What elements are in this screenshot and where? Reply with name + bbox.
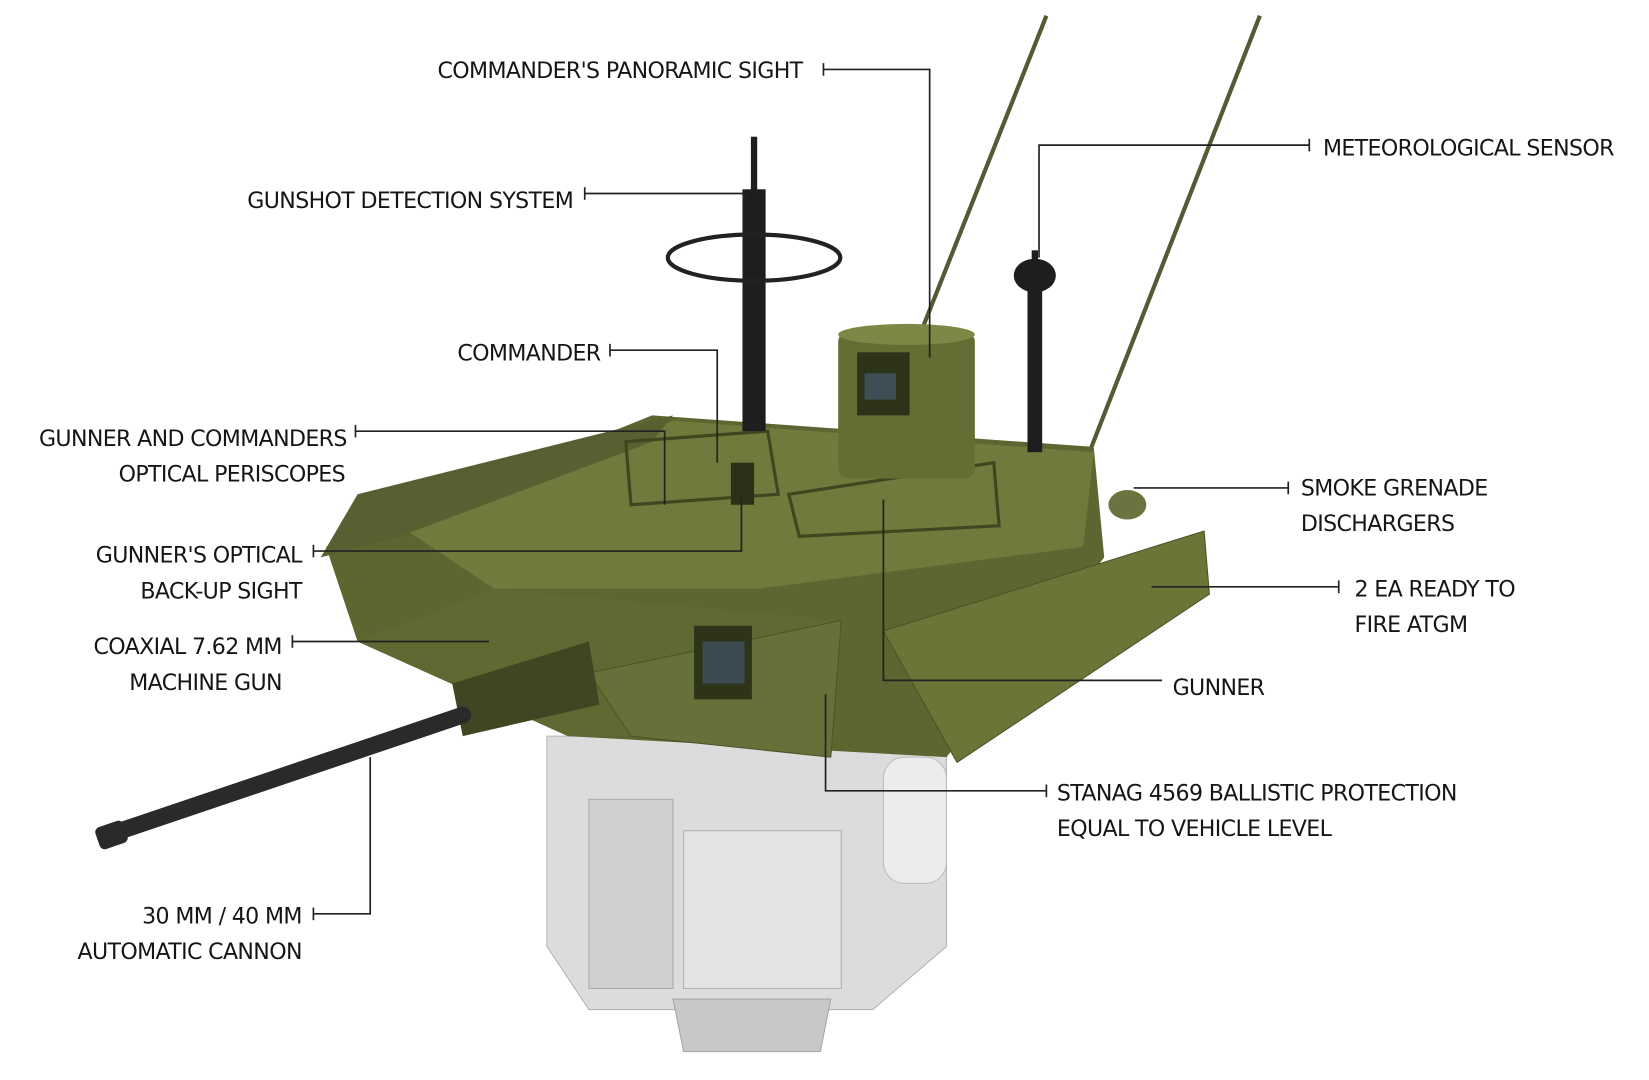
panoramic-sight: [838, 323, 975, 479]
label-backup-sight-line1: GUNNER'S OPTICAL: [96, 544, 303, 569]
label-periscopes-line1: GUNNER AND COMMANDERS: [39, 427, 347, 452]
label-smoke-line2: DISCHARGERS: [1301, 512, 1454, 537]
label-coax-line1: COAXIAL 7.62 MM: [93, 635, 281, 660]
label-panoramic-sight: COMMANDER'S PANORAMIC SIGHT: [438, 59, 804, 84]
backup-sight: [730, 462, 755, 505]
label-stanag-line2: EQUAL TO VEHICLE LEVEL: [1057, 817, 1333, 842]
meteorological-sensor-mast: [1013, 250, 1056, 453]
turret-basket: [546, 735, 948, 1053]
label-periscopes-line2: OPTICAL PERISCOPES: [119, 463, 345, 488]
label-cannon-line2: AUTOMATIC CANNON: [77, 940, 301, 965]
antenna-right: [1083, 15, 1262, 464]
antenna-left: [921, 14, 1049, 327]
label-backup-sight-line2: BACK-UP SIGHT: [140, 579, 303, 604]
label-smoke-line1: SMOKE GRENADE: [1301, 476, 1488, 501]
smoke-dischargers: [1108, 490, 1147, 520]
label-commander: COMMANDER: [457, 342, 600, 367]
gunshot-detection-mast: [665, 136, 843, 432]
label-cannon-line1: 30 MM / 40 MM: [142, 904, 302, 929]
label-coax-line2: MACHINE GUN: [129, 671, 282, 696]
label-gunshot-detection: GUNSHOT DETECTION SYSTEM: [247, 189, 573, 214]
label-gunner: GUNNER: [1173, 676, 1265, 701]
label-atgm-line1: 2 EA READY TO: [1355, 577, 1516, 602]
label-stanag-line1: STANAG 4569 BALLISTIC PROTECTION: [1057, 781, 1457, 806]
leader-lines: [291, 63, 1340, 921]
label-meteorological-sensor: METEOROLOGICAL SENSOR: [1323, 137, 1614, 162]
automatic-cannon: [95, 641, 600, 850]
label-atgm-line2: FIRE ATGM: [1355, 613, 1468, 638]
